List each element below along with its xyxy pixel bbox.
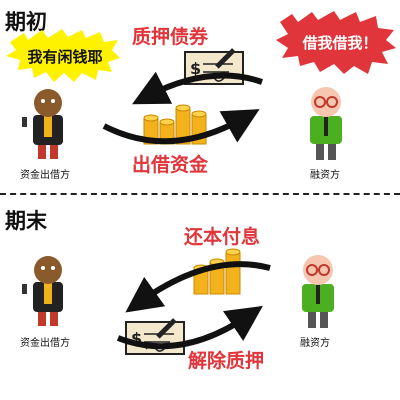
curved-arrow-icon <box>116 305 263 350</box>
repay-label: 还本付息 <box>184 226 261 248</box>
lender-bubble-text: 我有闲钱耶 <box>27 48 103 66</box>
section-divider <box>0 193 400 195</box>
svg-text:$: $ <box>190 59 201 78</box>
borrower-person-icon <box>302 255 334 328</box>
borrower-person-icon <box>310 87 342 160</box>
svg-text:$: $ <box>131 329 142 348</box>
borrower-label: 融资方 <box>300 338 330 349</box>
borrower-bubble-text: 借我借我！ <box>302 34 378 52</box>
curved-arrow-icon <box>125 261 271 313</box>
borrower-label: 融资方 <box>310 170 340 181</box>
curved-arrow-icon <box>132 71 263 105</box>
collateral-label: 质押债券 <box>132 26 209 48</box>
money-label: 出借资金 <box>132 154 209 176</box>
lender-label: 资金出借方 <box>20 170 70 181</box>
borrower-speech-bubble <box>276 11 396 74</box>
period-end-title: 期末 <box>5 209 47 233</box>
curved-arrow-icon <box>102 109 260 145</box>
period-start-title: 期初 <box>5 10 47 34</box>
lender-person-icon <box>22 89 63 159</box>
release-label: 解除质押 <box>188 350 265 372</box>
lender-speech-bubble <box>6 29 120 82</box>
lender-label: 资金出借方 <box>20 338 70 349</box>
lender-person-icon <box>22 256 63 326</box>
